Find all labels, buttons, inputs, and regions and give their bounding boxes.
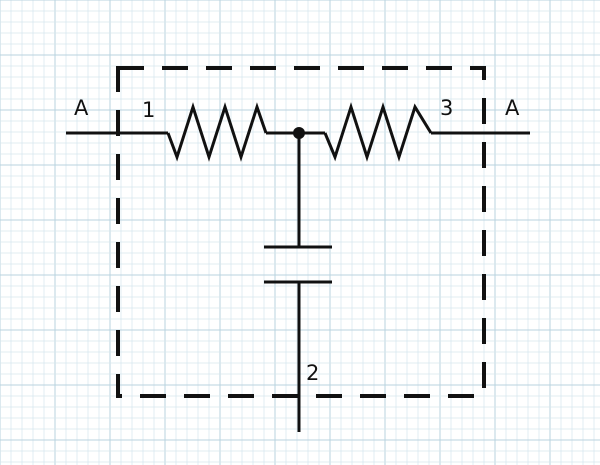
left-resistor bbox=[166, 102, 268, 162]
right-terminal-label: A bbox=[505, 96, 520, 120]
right-resistor bbox=[323, 102, 433, 162]
left-terminal-label: A bbox=[74, 96, 89, 120]
port-3-label: 3 bbox=[440, 96, 453, 120]
port-2-label: 2 bbox=[306, 361, 319, 385]
port-1-label: 1 bbox=[142, 98, 155, 122]
dashed-enclosure bbox=[116, 66, 486, 398]
